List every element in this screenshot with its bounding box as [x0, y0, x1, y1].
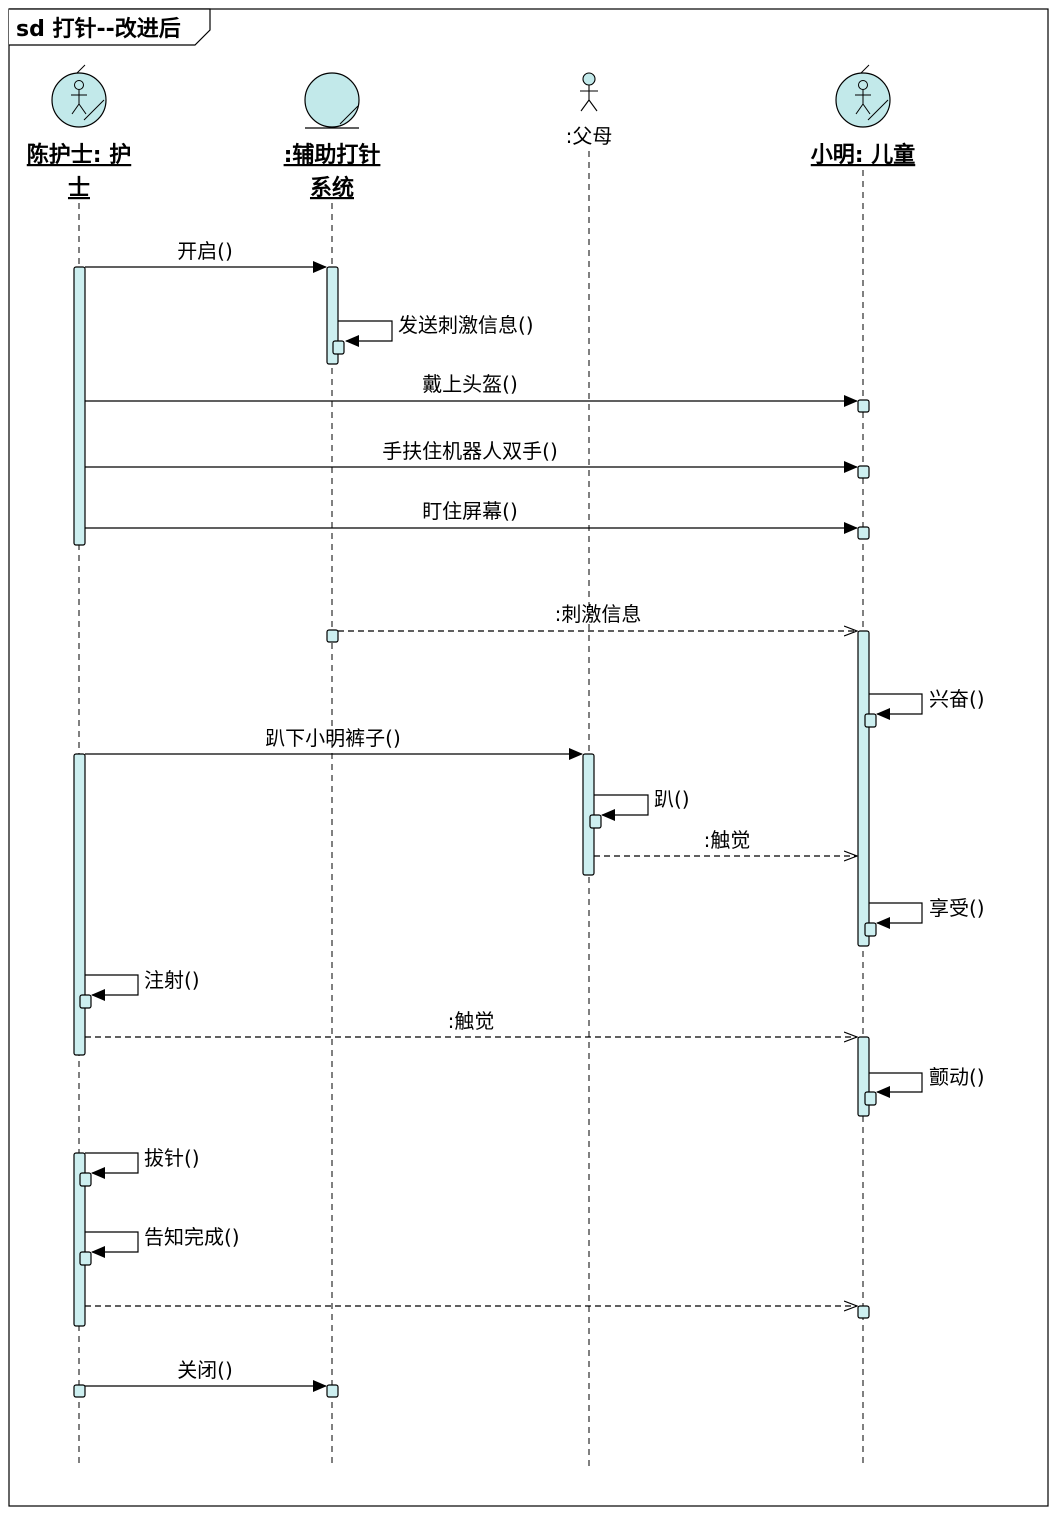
- self-call-box: [79, 1172, 92, 1187]
- stick-figure-icon: [71, 64, 105, 121]
- activation-system-1: [326, 266, 339, 365]
- activation-nurse-1: [73, 266, 86, 546]
- actor-icon: [580, 72, 598, 112]
- message-label-m15: 拔针(): [144, 1146, 200, 1170]
- message-label-m13: :触觉: [448, 1009, 495, 1033]
- message-label-m18: 关闭(): [177, 1358, 233, 1382]
- message-arrow-m9: [594, 794, 649, 821]
- execution-box: [857, 465, 870, 479]
- message-label-m4: 手扶住机器人双手(): [382, 439, 558, 463]
- frame-title-tab: [9, 8, 211, 46]
- message-arrow-m7: [869, 693, 923, 720]
- execution-box: [857, 399, 870, 413]
- message-label-m5: 盯住屏幕(): [422, 499, 518, 523]
- message-arrow-m14: [869, 1072, 923, 1098]
- execution-box: [857, 526, 870, 540]
- activation-child-1: [857, 630, 870, 947]
- message-label-m2: 发送刺激信息(): [398, 313, 534, 337]
- stick-figure-icon: [855, 64, 889, 121]
- message-label-m7: 兴奋(): [929, 687, 985, 711]
- lifeline-child-name: 小明: 儿童: [811, 142, 915, 168]
- message-label-m9: 趴(): [654, 787, 690, 811]
- message-arrow-m2: [338, 320, 393, 347]
- self-call-box: [332, 340, 345, 355]
- activation-nurse-3: [73, 1152, 86, 1327]
- activation-nurse-2: [73, 753, 86, 1056]
- lifeline-nurse-name-1: 陈护士: 护: [27, 142, 131, 168]
- lifeline-system-name-1: :辅助打针: [284, 142, 381, 168]
- entity-icon-slash: [339, 105, 359, 125]
- message-arrow-m15: [85, 1152, 139, 1179]
- execution-box: [857, 1305, 870, 1319]
- message-arrow-m11: [869, 902, 923, 929]
- self-call-box: [589, 814, 602, 829]
- frame-title: sd 打针--改进后: [16, 16, 181, 42]
- message-arrow-m12: [85, 974, 139, 1001]
- lifeline-nurse-name-2: 士: [68, 176, 90, 201]
- message-label-m11: 享受(): [929, 896, 985, 920]
- message-label-m14: 颤动(): [929, 1065, 985, 1089]
- message-arrow-m16: [85, 1231, 139, 1258]
- lifeline-system-name-2: 系统: [310, 175, 354, 201]
- self-call-box: [864, 1091, 877, 1106]
- execution-box: [326, 629, 339, 643]
- execution-box: [326, 1384, 339, 1398]
- message-label-m8: 趴下小明裤子(): [265, 726, 401, 750]
- lifeline-system[interactable]: :辅助打针 系统: [284, 72, 381, 1468]
- message-label-m10: :触觉: [704, 828, 751, 852]
- lifeline-parent-name: :父母: [566, 124, 613, 148]
- self-call-box: [864, 713, 877, 728]
- self-call-box: [79, 1251, 92, 1266]
- message-label-m1: 开启(): [177, 239, 233, 263]
- lifeline-parent[interactable]: :父母: [566, 72, 613, 1468]
- message-label-m12: 注射(): [144, 968, 200, 992]
- diagram-frame: [8, 8, 1049, 1507]
- self-call-box: [79, 994, 92, 1009]
- message-label-m6: :刺激信息: [555, 602, 642, 626]
- entity-icon: [304, 72, 360, 128]
- message-label-m16: 告知完成(): [144, 1225, 240, 1249]
- execution-box: [73, 1384, 86, 1398]
- message-label-m3: 戴上头盔(): [422, 372, 518, 396]
- self-call-box: [864, 922, 877, 937]
